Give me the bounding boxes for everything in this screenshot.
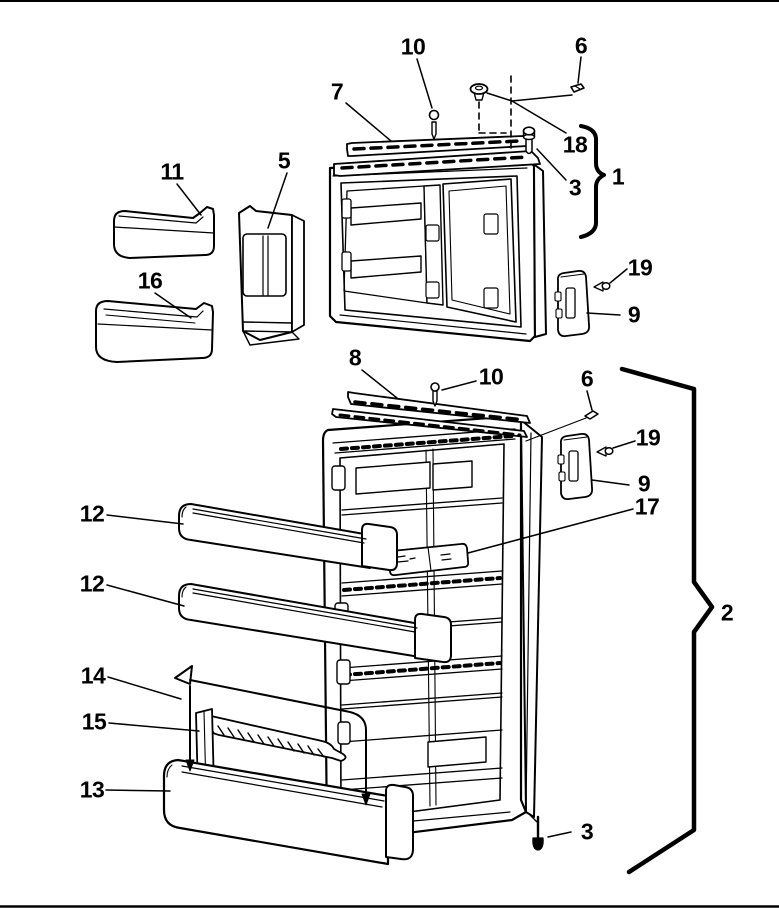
screw-19-lower	[596, 446, 614, 457]
callout-12-door-shelf-upper: 12	[79, 500, 105, 527]
hinge-9-upper	[554, 269, 591, 338]
screw-3-bottom	[529, 814, 544, 851]
callout-10-freezer-trim-screw: 10	[400, 33, 426, 60]
freezer-top-trim-7	[333, 135, 541, 177]
callout-10-door-trim-screw: 10	[478, 363, 504, 390]
door-shelf-12-upper	[178, 503, 398, 572]
callout-15-shelf-strip: 15	[81, 708, 107, 735]
shelf-strip-15	[196, 713, 347, 762]
screw-3-top	[522, 126, 536, 155]
hole-plug-6-top	[570, 83, 585, 93]
callout-16-freezer-bin: 16	[137, 267, 163, 294]
callout-13-bottom-shelf: 13	[79, 776, 105, 803]
door-shelf-13	[162, 708, 414, 866]
callout-7-freezer-trim: 7	[330, 78, 344, 105]
screw-19-upper	[593, 281, 611, 292]
freezer-divider-5	[238, 205, 305, 346]
cap-18-dashed-guides	[478, 75, 512, 151]
callout-19-upper-hinge-screw: 19	[627, 254, 653, 281]
group-bracket-1	[579, 124, 606, 239]
freezer-door	[328, 158, 547, 343]
hole-plug-6-middle	[584, 410, 599, 420]
callout-14-retainer-wire: 14	[80, 662, 106, 689]
hole-cap-18	[469, 83, 489, 101]
screw-10-middle	[430, 382, 440, 407]
callout-leader-lines	[105, 56, 636, 838]
callout-3-bottom-screw: 3	[580, 818, 594, 845]
callout-3-freezer-screw: 3	[568, 174, 582, 201]
door-shelf-12-lower	[178, 583, 452, 664]
callout-18-hole-cap: 18	[562, 131, 588, 158]
callout-19-lower-hinge-screw: 19	[635, 424, 661, 451]
hinge-9-lower	[557, 432, 594, 501]
callout-2-door-group: 2	[720, 599, 734, 626]
callout-9-lower-hinge: 9	[637, 470, 651, 497]
screw-10-top	[428, 109, 440, 140]
callout-1-freezer-door-group: 1	[611, 163, 625, 190]
callout-5-freezer-divider: 5	[277, 147, 291, 174]
group-bracket-2	[619, 366, 715, 875]
callout-9-upper-hinge: 9	[627, 301, 641, 328]
retainer-wire-14	[174, 665, 371, 806]
callout-6-door-plug: 6	[580, 365, 594, 392]
callout-8-door-trim: 8	[348, 344, 362, 371]
freezer-bin-11	[113, 206, 215, 259]
callout-17-door-plate: 17	[634, 493, 660, 520]
callout-11-freezer-bin: 11	[160, 158, 184, 185]
callout-12-door-shelf-lower: 12	[79, 570, 105, 597]
freezer-bin-16	[95, 300, 214, 363]
callout-6-freezer-plug: 6	[574, 32, 588, 59]
door-top-trim-8	[331, 391, 531, 438]
